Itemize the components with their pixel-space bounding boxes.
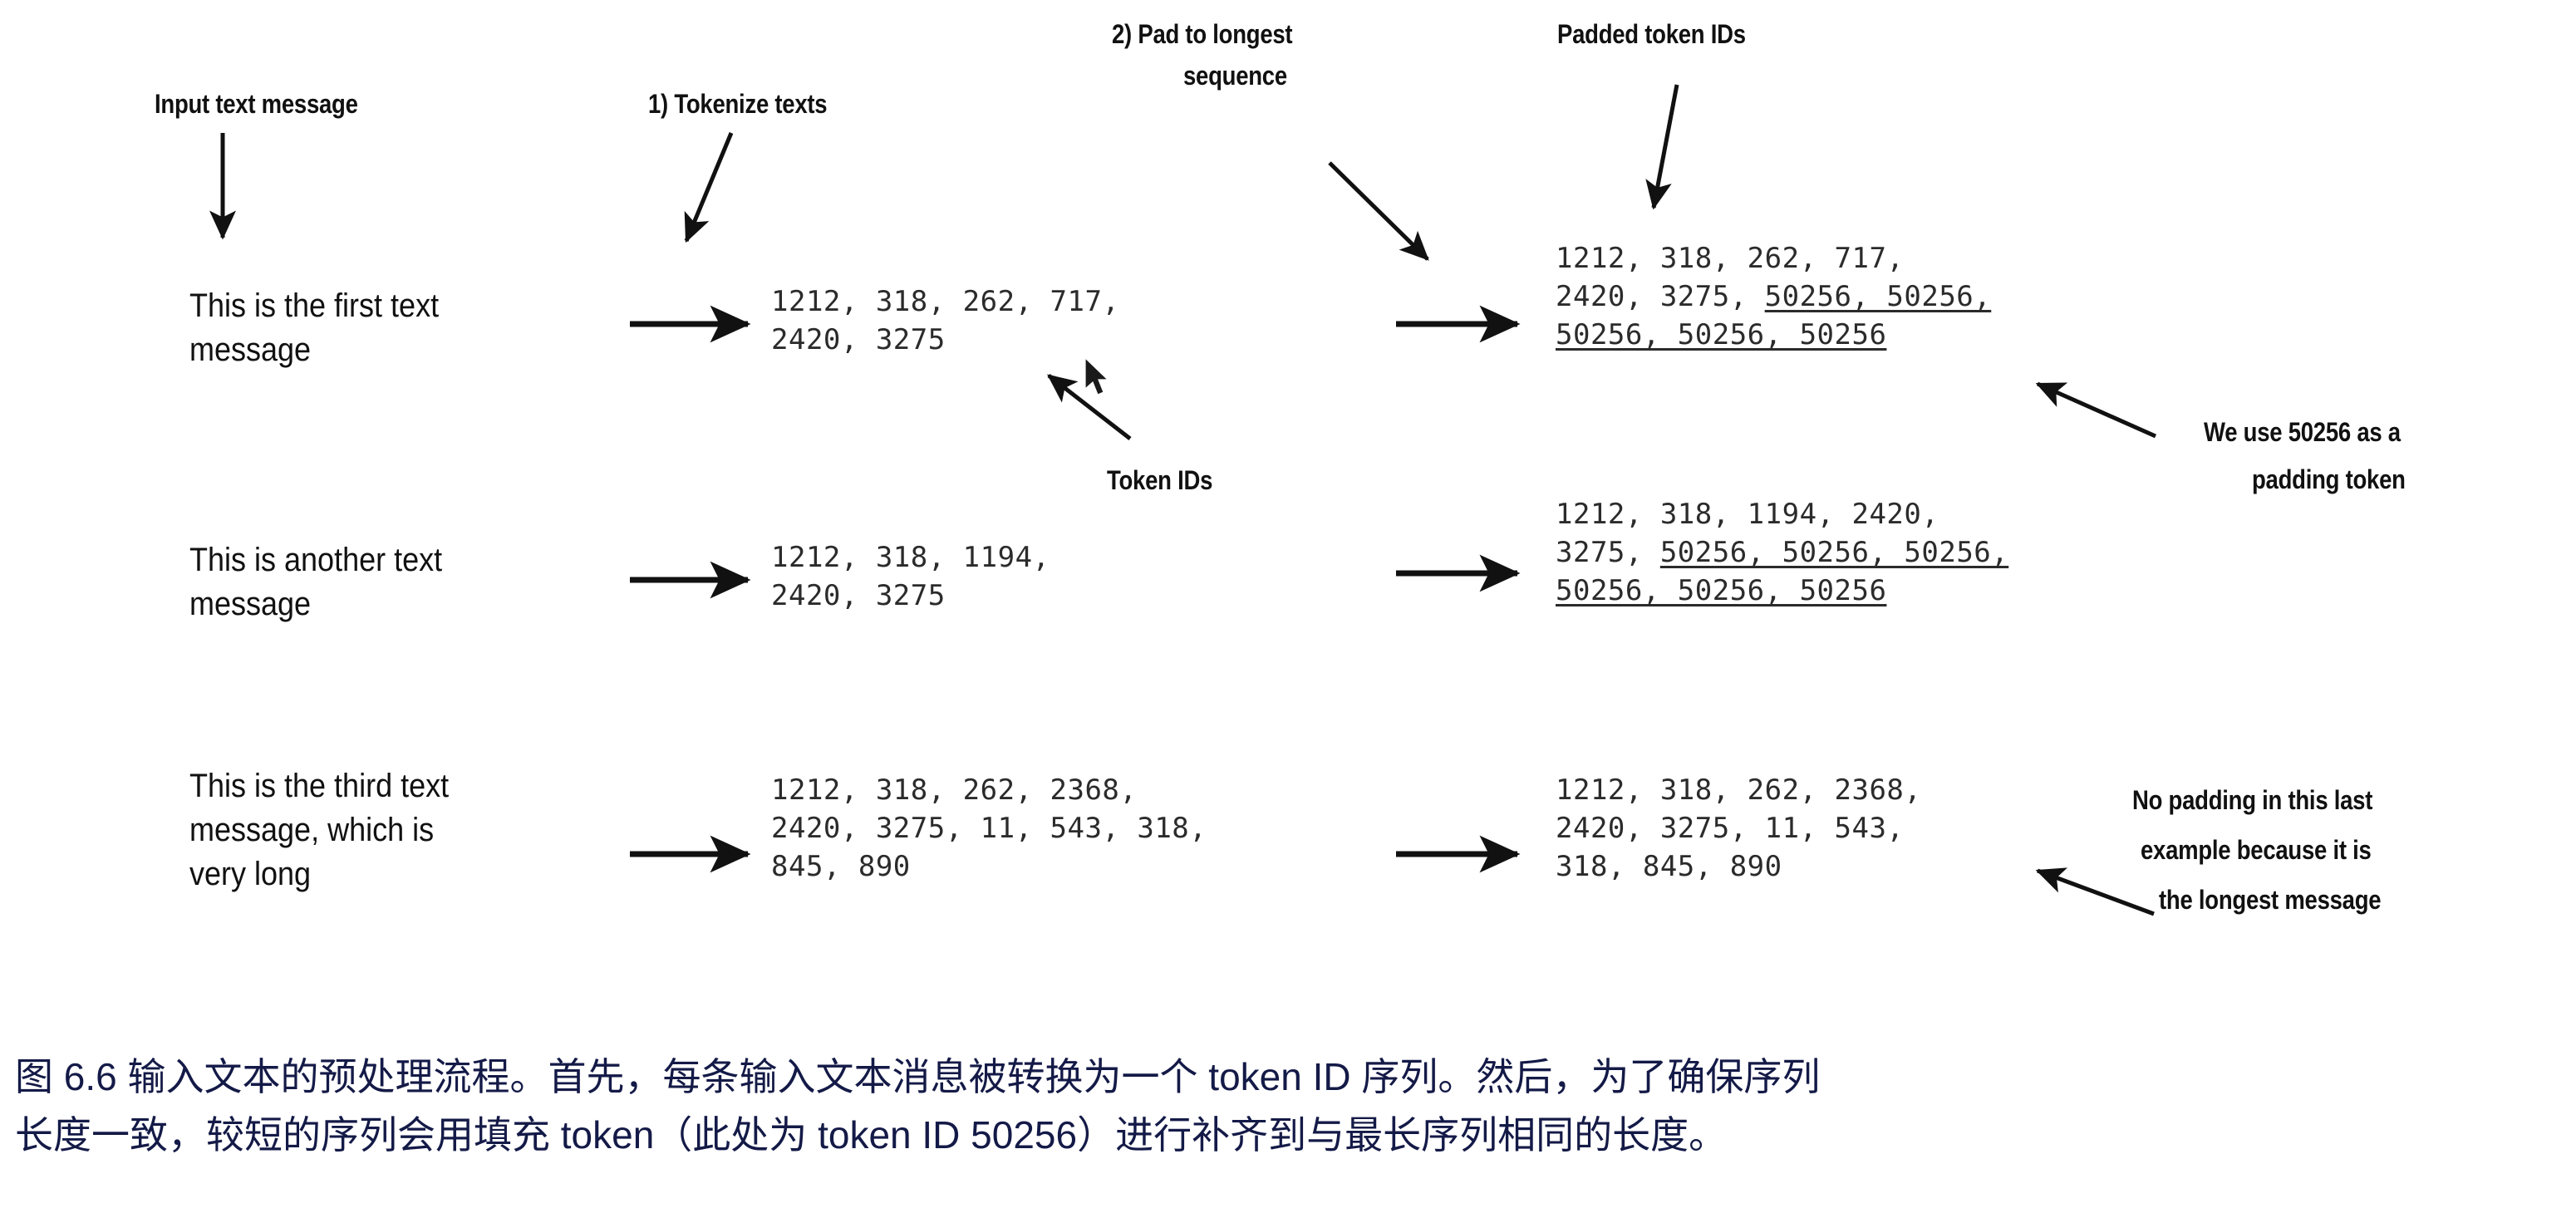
label-input-text-message: Input text message	[155, 89, 358, 119]
message-text-row-2: This is another text message	[189, 542, 443, 622]
label-no-padding-note-line1: No padding in this last	[2132, 785, 2373, 815]
padded-token-ids-row-2: 1212, 318, 1194, 2420, 3275, 50256, 5025…	[1556, 495, 2008, 611]
label-padding-note-line1: We use 50256 as a	[2204, 417, 2401, 447]
arrow-padding-note	[2035, 381, 2157, 439]
token-ids-row-3: 1212, 318, 262, 2368, 2420, 3275, 11, 54…	[771, 773, 1207, 884]
label-pad-to-longest-line2: sequence	[1183, 61, 1287, 91]
label-pad-to-longest-line1: 2) Pad to longest	[1112, 19, 1293, 49]
padded-plain-row-1: 1212, 318, 262, 717, 2420, 3275,	[1556, 242, 1905, 314]
padded-pad-row-2: 50256, 50256, 50256, 50256, 50256, 50256	[1556, 536, 2009, 608]
padded-token-ids-row-1: 1212, 318, 262, 717, 2420, 3275, 50256, …	[1556, 239, 1991, 355]
arrow-tokenize-texts	[684, 132, 734, 243]
figure-caption-line-1: 图 6.6 输入文本的预处理流程。首先，每条输入文本消息被转换为一个 token…	[15, 1055, 1821, 1098]
label-no-padding-note-line3: the longest message	[2159, 885, 2382, 915]
label-token-ids: Token IDs	[1107, 465, 1213, 495]
label-tokenize-texts: 1) Tokenize texts	[648, 89, 828, 119]
label-no-padding-note-line2: example because it is	[2141, 835, 2372, 865]
arrow-padded-token-ids	[1645, 84, 1679, 210]
padded-token-ids-row-3: 1212, 318, 262, 2368, 2420, 3275, 11, 54…	[1556, 771, 1921, 886]
message-text-row-1: This is the first text message	[189, 287, 440, 368]
figure-caption-line-2: 长度一致，较短的序列会用填充 token（此处为 token ID 50256）…	[15, 1112, 1728, 1156]
token-ids-row-1: 1212, 318, 262, 717, 2420, 3275	[771, 285, 1120, 357]
label-padded-token-ids: Padded token IDs	[1557, 19, 1746, 49]
label-padding-note-line2: padding token	[2252, 464, 2406, 494]
arrow-token-ids	[1047, 374, 1132, 440]
message-text-row-3: This is the third text message, which is…	[189, 768, 450, 892]
figure-caption: 图 6.6 输入文本的预处理流程。首先，每条输入文本消息被转换为一个 token…	[15, 1048, 2558, 1165]
padded-plain-row-2: 1212, 318, 1194, 2420, 3275,	[1556, 498, 1939, 570]
padded-plain-row-3: 1212, 318, 262, 2368, 2420, 3275, 11, 54…	[1556, 773, 1922, 884]
arrow-pad-to-longest	[1328, 161, 1429, 261]
token-ids-row-2: 1212, 318, 1194, 2420, 3275	[771, 541, 1050, 613]
mouse-cursor	[1084, 357, 1109, 395]
arrow-no-padding-note	[2035, 867, 2155, 916]
padded-pad-row-1: 50256, 50256, 50256, 50256, 50256	[1556, 280, 1992, 352]
